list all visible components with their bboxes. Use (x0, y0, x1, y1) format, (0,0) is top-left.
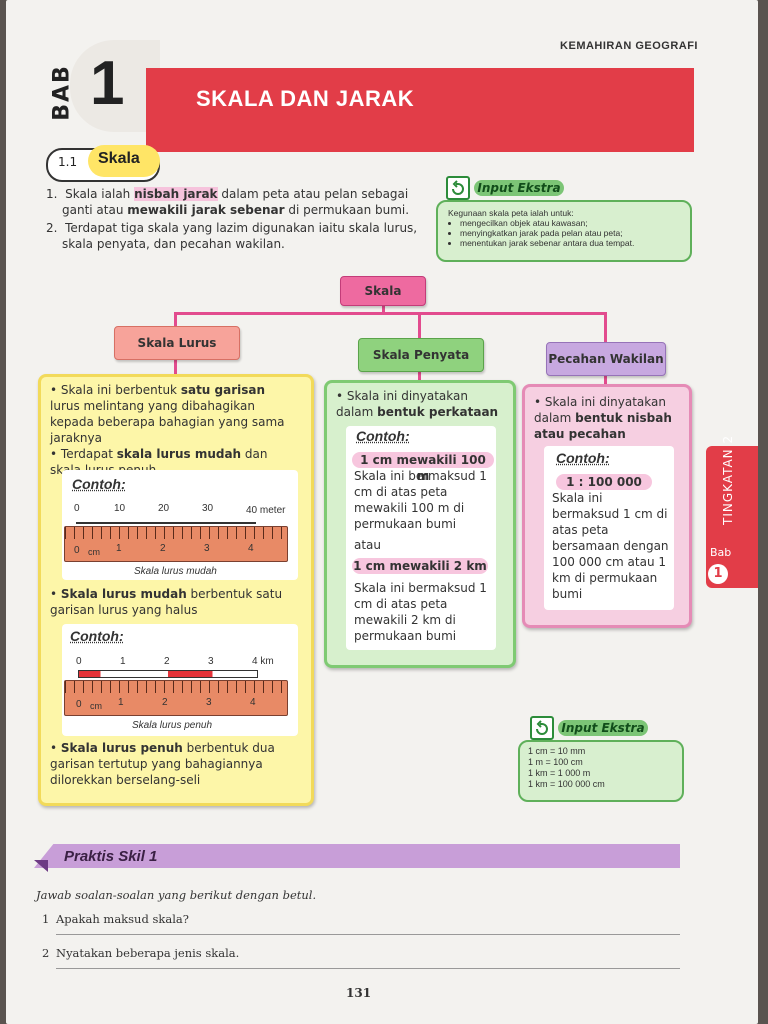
input-ekstra-tab: Input Ekstra (440, 174, 570, 200)
penyata-example-2-desc: Skala ini bermaksud 1 cm di atas peta me… (354, 581, 487, 643)
ruler2-label: 2 (164, 656, 170, 667)
lurus-bullets: • Skala ini berbentuk satu garisan lurus… (50, 382, 296, 478)
refresh-icon (446, 176, 470, 200)
ruler1-label: 10 (114, 503, 126, 514)
pecahan-example-desc: Skala ini bermaksud 1 cm di atas peta be… (552, 491, 669, 601)
ruler1-label: 0 (74, 503, 80, 514)
list-item: 1 cm = 10 mm (528, 746, 586, 756)
ruler1-num: 4 (248, 543, 254, 554)
ruler1-num: 3 (204, 543, 210, 554)
penyata-example-1-desc: Skala ini bermaksud 1 cm di atas peta me… (354, 469, 487, 531)
pecahan-example-card (544, 446, 674, 610)
subject-header: KEMAHIRAN GEOGRAFI (560, 40, 698, 52)
intro-point-1: 1. Skala ialah nisbah jarak dalam peta a… (46, 187, 410, 217)
list-item: 1 m = 100 cm (528, 757, 583, 767)
chapter-title: SKALA DAN JARAK (196, 86, 415, 111)
side-tab-tingkatan: TINGKATAN 2 (721, 434, 735, 525)
pecahan-bullet-1: • Skala ini dinyatakan dalam bentuk nisb… (534, 395, 672, 441)
ruler2-num: 4 (250, 697, 256, 708)
connector (174, 312, 606, 315)
ruler2-label: 0 (76, 656, 82, 667)
list-item: menentukan jarak sebenar antara dua temp… (460, 238, 690, 248)
node-skala-penyata: Skala Penyata (358, 338, 484, 372)
input-ekstra-box-2: 1 cm = 10 mm 1 m = 100 cm 1 km = 1 000 m… (518, 740, 684, 802)
ruler1-label: 30 (202, 503, 214, 514)
lurus-bullet-3: • Skala lurus mudah berbentuk satu garis… (50, 587, 283, 617)
question-2-number: 2 (42, 946, 50, 960)
penyata-bullet-1: • Skala ini dinyatakan dalam bentuk perk… (336, 389, 499, 419)
ruler1-unit: cm (88, 547, 100, 557)
scale-line (76, 522, 256, 524)
penyata-atau: atau (354, 538, 382, 552)
ruler1-num: 1 (116, 543, 122, 554)
lurus-bullet-1: • Skala ini berbentuk satu garisan lurus… (50, 383, 285, 445)
list-item: 1 km = 100 000 cm (528, 779, 605, 789)
section-title: Skala (98, 150, 140, 167)
ruler2-unit: cm (90, 701, 102, 711)
connector (174, 358, 177, 376)
ruler2-num: 3 (206, 697, 212, 708)
question-2: Nyatakan beberapa jenis skala. (56, 946, 240, 960)
intro-text: 1. Skala ialah nisbah jarak dalam peta a… (46, 186, 426, 254)
refresh-icon (530, 716, 554, 740)
node-pecahan-wakilan: Pecahan Wakilan (546, 342, 666, 376)
ruler1-label: 40 meter (246, 505, 286, 516)
side-tab-bab: Bab (710, 546, 732, 559)
contoh-label: Contoh: (70, 628, 124, 644)
praktis-instruction: Jawab soalan-soalan yang berikut dengan … (36, 888, 317, 902)
penyata-example-1: 1 cm mewakili 100 m (352, 452, 494, 483)
ruler-mudah (64, 526, 288, 562)
list-item: menyingkatkan jarak pada pelan atau peta… (460, 228, 690, 238)
page-number: 131 (346, 986, 372, 1000)
contoh-label: Contoh: (72, 476, 126, 492)
ruler2-num: 2 (162, 697, 168, 708)
ruler2-label: 1 (120, 656, 126, 667)
praktis-header: Praktis Skil 1 (34, 840, 684, 872)
intro-point-2: 2. Terdapat tiga skala yang lazim diguna… (46, 221, 418, 251)
answer-line[interactable] (56, 934, 680, 935)
list-item: mengecilkan objek atau kawasan; (460, 218, 690, 228)
chapter-number: 1 (90, 49, 125, 118)
ruler-penuh (64, 680, 288, 716)
section-number: 1.1 (58, 155, 78, 169)
ruler2-label: 3 (208, 656, 214, 667)
ruler1-num: 0 (74, 545, 80, 556)
ruler2-label: 4 km (252, 656, 274, 667)
caption-mudah: Skala lurus mudah (134, 566, 217, 577)
side-tab-number: 1 (708, 564, 728, 584)
bab-label: BAB (49, 64, 75, 121)
chapter-banner (146, 68, 694, 152)
contoh-label: Contoh: (356, 428, 410, 444)
node-skala: Skala (340, 276, 426, 306)
contoh-label: Contoh: (556, 450, 610, 466)
list-item: 1 km = 1 000 m (528, 768, 591, 778)
connector (604, 312, 607, 342)
full-scale-bar (78, 670, 258, 678)
question-1: Apakah maksud skala? (56, 912, 189, 926)
section-title-bg (88, 145, 160, 177)
connector (174, 312, 177, 330)
connector (604, 374, 607, 386)
input-ekstra-tab-2: Input Ekstra (524, 714, 654, 740)
lurus-bullet-4: • Skala lurus penuh berbentuk dua garisa… (50, 741, 275, 787)
connector (418, 370, 421, 380)
node-skala-lurus: Skala Lurus (114, 326, 240, 360)
ruler1-label: 20 (158, 503, 170, 514)
connector (382, 304, 385, 314)
ruler1-num: 2 (160, 543, 166, 554)
chapter-number-bg (70, 40, 160, 132)
caption-penuh: Skala lurus penuh (132, 720, 213, 731)
ruler2-num: 1 (118, 697, 124, 708)
connector (418, 312, 421, 340)
pecahan-example: 1 : 100 000 (556, 474, 652, 490)
input-ekstra-box: Kegunaan skala peta ialah untuk: mengeci… (436, 200, 692, 262)
answer-line[interactable] (56, 968, 680, 969)
question-1-number: 1 (42, 912, 50, 926)
ruler2-num: 0 (76, 699, 82, 710)
penyata-example-2: 1 cm mewakili 2 km (352, 558, 488, 574)
